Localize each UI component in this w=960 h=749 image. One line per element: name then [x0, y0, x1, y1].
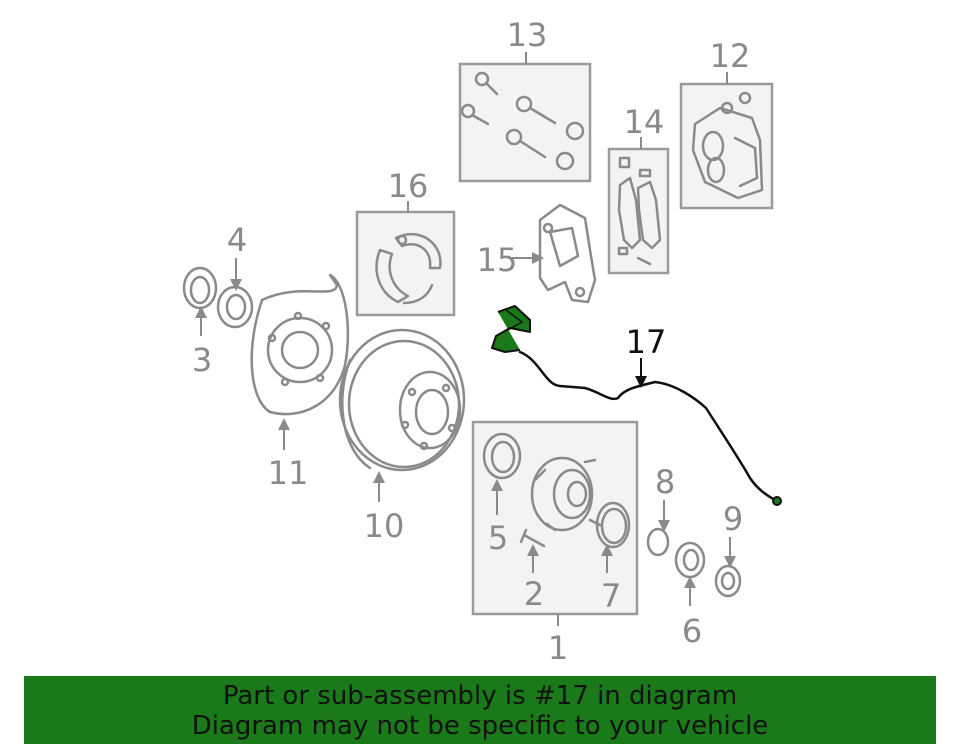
part-17-sensor-wire[interactable]	[491, 305, 782, 506]
callout-1: 1	[548, 629, 568, 667]
banner-line-2: Diagram may not be specific to your vehi…	[191, 711, 769, 741]
part-1-hub-assembly[interactable]	[471, 420, 639, 616]
callout-15: 15	[477, 241, 518, 279]
callout-16: 16	[388, 167, 429, 205]
banner-line-1: Part or sub-assembly is #17 in diagram	[222, 681, 738, 711]
callout-13: 13	[507, 16, 548, 54]
part-12-caliper[interactable]	[679, 82, 774, 210]
part-16-parking-brake-shoes[interactable]	[355, 210, 456, 317]
part-14-brake-pads[interactable]	[607, 147, 670, 275]
part-8-o-ring[interactable]	[646, 527, 670, 557]
callout-12: 12	[710, 37, 751, 75]
callout-4: 4	[227, 221, 247, 259]
part-9-seal[interactable]	[714, 564, 742, 598]
callout-10: 10	[364, 507, 405, 545]
part-11-backing-plate[interactable]	[250, 273, 350, 416]
callout-2: 2	[524, 575, 544, 613]
callout-11: 11	[268, 454, 309, 492]
callout-9: 9	[723, 500, 743, 538]
info-banner: Part or sub-assembly is #17 in diagram D…	[24, 676, 936, 744]
part-13-bolt-kit[interactable]	[458, 62, 592, 183]
part-15-caliper-bracket[interactable]	[538, 203, 597, 304]
callout-7: 7	[601, 577, 621, 615]
callout-8: 8	[655, 463, 675, 501]
callout-14: 14	[624, 103, 665, 141]
callout-3: 3	[192, 341, 212, 379]
callout-6: 6	[682, 612, 702, 650]
part-3-seal[interactable]	[182, 266, 218, 310]
part-10-brake-rotor[interactable]	[338, 328, 466, 472]
part-4-seal[interactable]	[216, 285, 254, 329]
part-6-bearing[interactable]	[674, 541, 706, 579]
callout-17: 17	[626, 323, 667, 361]
callout-5: 5	[488, 519, 508, 557]
